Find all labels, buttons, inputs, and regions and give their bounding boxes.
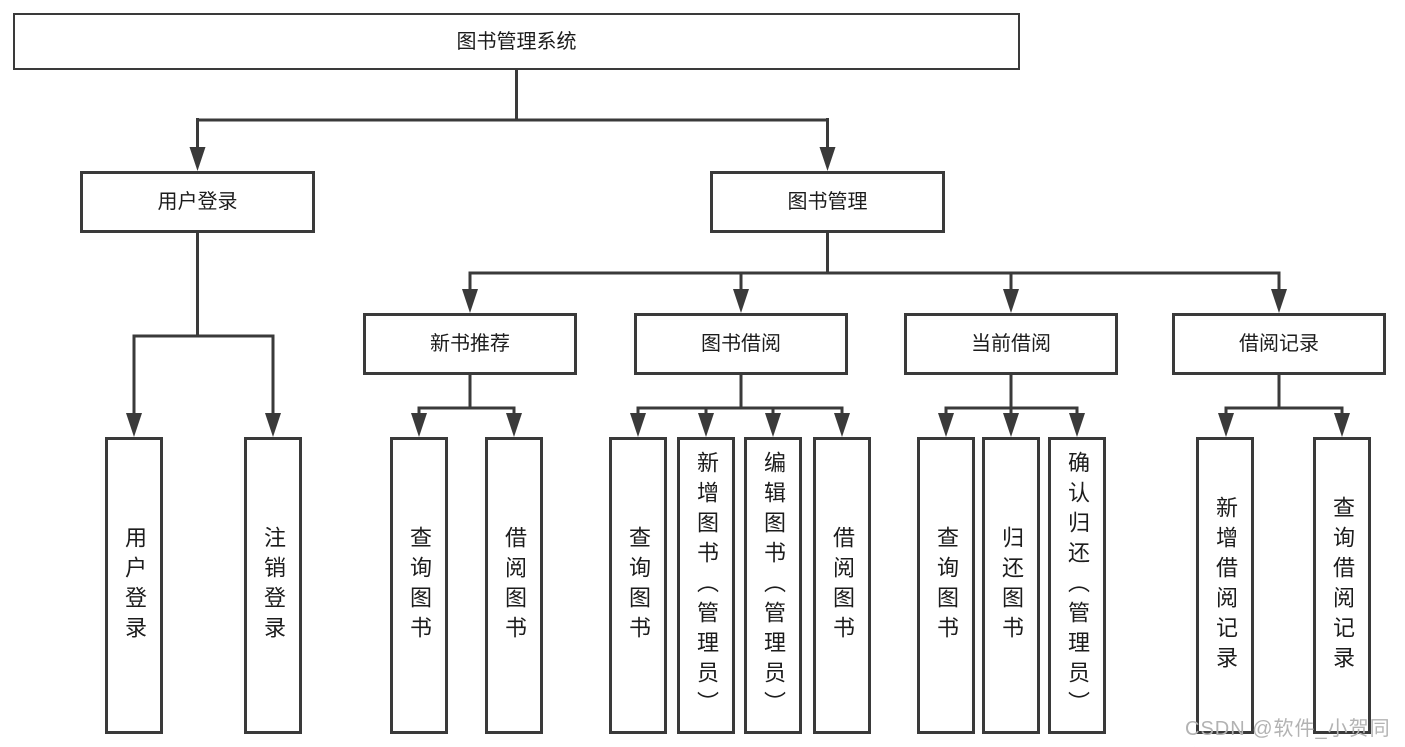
leaf-current-query-books: 查询图书: [917, 437, 975, 734]
leaf-borrow-borrow-books: 借阅图书: [813, 437, 871, 734]
leaf-newbook-query-books: 查询图书: [390, 437, 448, 734]
leaf-newbook-borrow-books: 借阅图书: [485, 437, 543, 734]
leaf-borrow-edit-books-admin: 编辑图书（管理员）: [744, 437, 802, 734]
leaf-borrow-add-books-admin: 新增图书（管理员）: [677, 437, 735, 734]
node-root-library-system: 图书管理系统: [13, 13, 1020, 70]
leaf-records-add-record: 新增借阅记录: [1196, 437, 1254, 734]
leaf-user-login: 用户登录: [105, 437, 163, 734]
node-borrow-records: 借阅记录: [1172, 313, 1386, 375]
node-book-management: 图书管理: [710, 171, 945, 233]
leaf-records-query-record: 查询借阅记录: [1313, 437, 1371, 734]
node-new-book-recommend: 新书推荐: [363, 313, 577, 375]
leaf-current-confirm-return-admin: 确认归还（管理员）: [1048, 437, 1106, 734]
leaf-borrow-query-books: 查询图书: [609, 437, 667, 734]
arrowheads: [126, 147, 1350, 437]
node-current-borrow: 当前借阅: [904, 313, 1118, 375]
node-book-borrow: 图书借阅: [634, 313, 848, 375]
leaf-logout: 注销登录: [244, 437, 302, 734]
leaf-current-return-books: 归还图书: [982, 437, 1040, 734]
node-user-login: 用户登录: [80, 171, 315, 233]
